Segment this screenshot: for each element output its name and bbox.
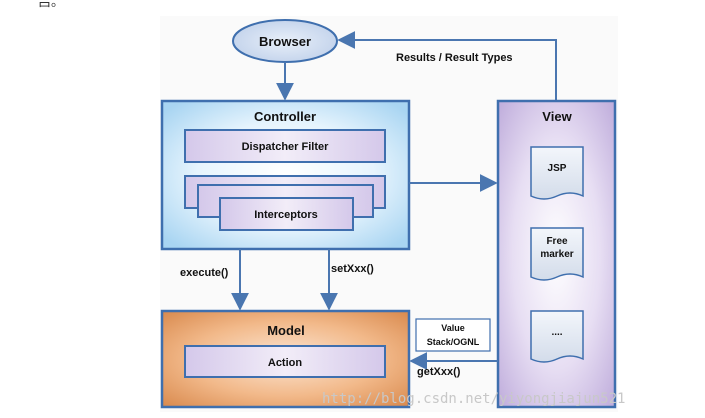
browser-node: Browser <box>232 19 338 63</box>
dispatcher-filter-box: Dispatcher Filter <box>184 129 386 163</box>
setxxx-label: setXxx() <box>331 263 374 275</box>
more-templates-document: .... <box>530 310 584 363</box>
more-templates-label: .... <box>551 327 562 338</box>
browser-label: Browser <box>259 34 311 49</box>
execute-label: execute() <box>180 267 229 279</box>
interceptor-layer-front <box>219 197 354 231</box>
interceptors-stack: Interceptors <box>184 175 386 231</box>
freemarker-label-line2: marker <box>540 249 573 260</box>
getxxx-label: getXxx() <box>417 366 461 378</box>
freemarker-label-line1: Free <box>546 236 568 247</box>
view-node: View JSP Free marker .... <box>496 99 617 409</box>
jsp-document: JSP <box>530 146 584 200</box>
controller-node: Controller Dispatcher Filter Interceptor… <box>160 99 411 251</box>
model-label: Model <box>267 323 305 338</box>
freemarker-document: Free marker <box>530 227 584 281</box>
model-node: Model Action <box>160 309 411 409</box>
arrow-view-to-browser <box>337 31 557 100</box>
controller-label: Controller <box>254 109 316 124</box>
interceptors-label: Interceptors <box>254 209 318 221</box>
jsp-label: JSP <box>548 163 567 174</box>
value-stack-line1: Value <box>441 323 465 333</box>
watermark: http://blog.csdn.net/yiyongjiajun521 <box>322 391 625 407</box>
view-label: View <box>542 109 572 124</box>
action-box: Action <box>184 345 386 378</box>
dispatcher-filter-label: Dispatcher Filter <box>242 141 330 153</box>
value-stack-ognl-box: Value Stack/OGNL <box>415 318 491 352</box>
value-stack-line2: Stack/OGNL <box>427 337 480 347</box>
action-label: Action <box>268 357 303 369</box>
corner-glyph: 吕。 <box>38 0 64 10</box>
results-label: Results / Result Types <box>396 52 513 64</box>
